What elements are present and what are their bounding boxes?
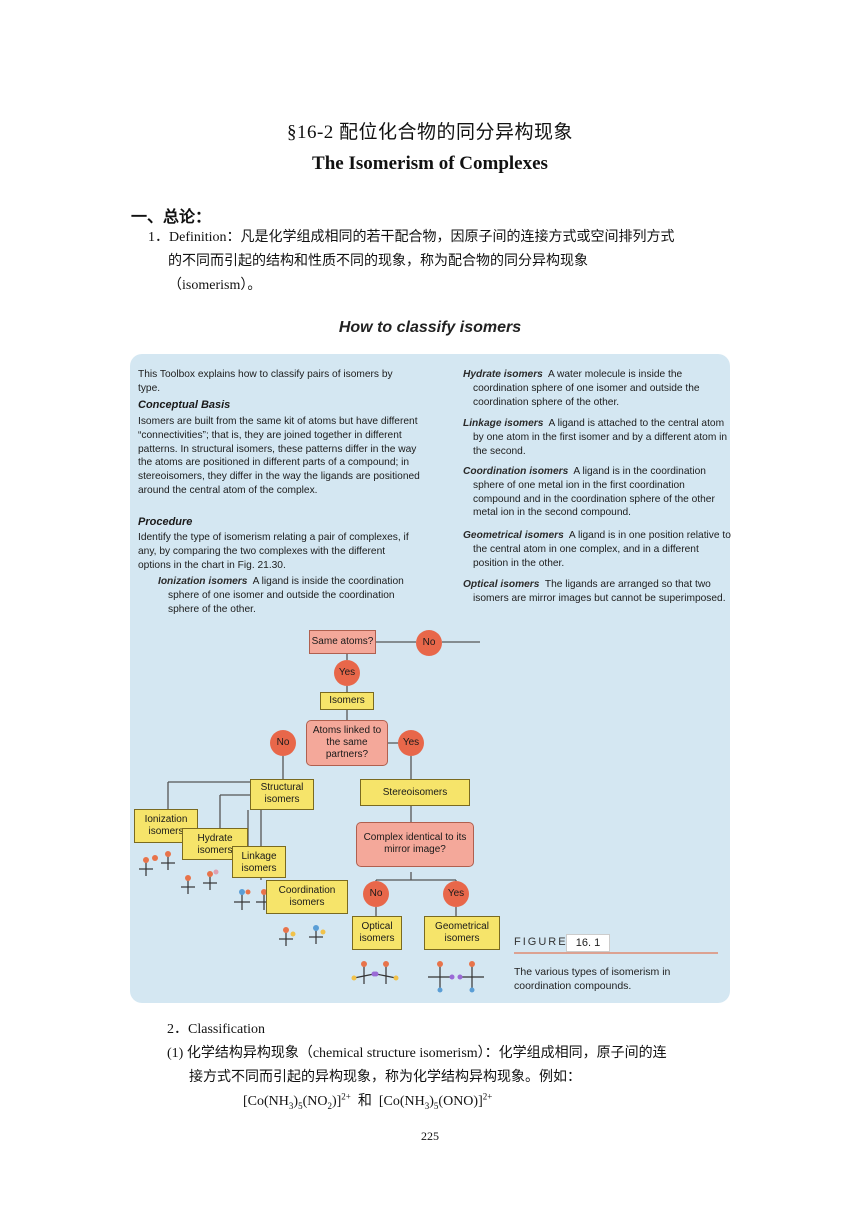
ionization-text: A ligand is inside the coordination sphe…: [168, 576, 404, 615]
hydrate-text: A water molecule is inside the coordinat…: [473, 369, 700, 408]
item-1-line-2: 接方式不同而引起的异构现象，称为化学结构异构现象。例如：: [189, 1070, 581, 1085]
node-coordination-isomers: Coordination isomers: [266, 880, 348, 914]
figure-caption-number: 16. 1: [566, 934, 610, 952]
node-no-same-atoms: No: [416, 630, 442, 656]
figure-caption-label: FIGURE: [514, 936, 568, 948]
node-stereoisomers: Stereoisomers: [360, 779, 470, 806]
definition-line-3: （isomerism）。: [168, 278, 262, 293]
coordination-text: A ligand is in the coordination sphere o…: [473, 466, 715, 519]
node-optical-isomers: Optical isomers: [352, 916, 402, 950]
procedure-text: Identify the type of isomerism relating …: [138, 532, 409, 571]
node-same-atoms: Same atoms?: [309, 630, 376, 654]
item-1-line-1: (1) 化学结构异构现象（chemical structure isomeris…: [167, 1046, 667, 1061]
node-yes-same-atoms: Yes: [334, 660, 360, 686]
figure-intro: This Toolbox explains how to classify pa…: [138, 369, 393, 394]
node-atoms-linked: Atoms linked to the same partners?: [306, 720, 388, 766]
node-no-atoms-linked: No: [270, 730, 296, 756]
node-hydrate-isomers: Hydrate isomers: [182, 828, 248, 860]
figure-panel: This Toolbox explains how to classify pa…: [130, 354, 731, 1003]
formula-line: [Co(NH3)5(NO2)]2+ 和 [Co(NH3)5(ONO)]2+: [243, 1090, 493, 1111]
node-geometrical-isomers: Geometrical isomers: [424, 916, 500, 950]
coordination-description: Coordination isomers A ligand is in the …: [463, 465, 735, 520]
linkage-description: Linkage isomers A ligand is attached to …: [463, 417, 735, 458]
procedure-heading: Procedure: [138, 516, 193, 528]
hydrate-description: Hydrate isomers A water molecule is insi…: [463, 368, 735, 409]
node-isomers: Isomers: [320, 692, 374, 710]
section-title: §16-2 配位化合物的同分异构现象: [286, 122, 574, 143]
formula-a: [Co(NH3)5(NO2)]2+: [243, 1091, 351, 1111]
figure-caption-text: The various types of isomerism in coordi…: [514, 966, 671, 992]
ionization-term: Ionization isomers: [158, 576, 248, 587]
hydrate-term: Hydrate isomers: [463, 369, 543, 380]
node-mirror-image: Complex identical to its mirror image?: [356, 822, 474, 867]
node-no-mirror: No: [363, 881, 389, 907]
conceptual-text: Isomers are built from the same kit of a…: [138, 416, 420, 496]
formula-b: [Co(NH3)5(ONO)]2+: [378, 1091, 493, 1111]
optical-description: Optical isomers The ligands are arranged…: [463, 578, 735, 606]
classification-heading: 2．Classification: [167, 1022, 265, 1037]
node-structural-isomers: Structural isomers: [250, 779, 314, 810]
geometrical-description: Geometrical isomers A ligand is in one p…: [463, 529, 735, 570]
formula-joiner: 和: [357, 1094, 372, 1109]
optical-text: The ligands are arranged so that two iso…: [473, 579, 726, 604]
geometrical-term: Geometrical isomers: [463, 530, 564, 541]
linkage-text: A ligand is attached to the central atom…: [473, 418, 728, 457]
conceptual-heading: Conceptual Basis: [138, 399, 231, 411]
general-heading: 一、总论：: [131, 209, 212, 226]
node-yes-atoms-linked: Yes: [398, 730, 424, 756]
definition-line-2: 的不同而引起的结构和性质不同的现象，称为配合物的同分异构现象: [168, 254, 588, 269]
page-number: 225: [421, 1129, 439, 1143]
definition-number: 1．: [148, 230, 169, 245]
flowchart-connectors: [139, 641, 718, 993]
node-linkage-isomers: Linkage isomers: [232, 846, 286, 878]
coordination-term: Coordination isomers: [463, 466, 569, 477]
definition-line-1: Definition：凡是化学组成相同的若干配合物，因原子间的连接方式或空间排列…: [169, 230, 675, 245]
figure-heading: How to classify isomers: [338, 319, 522, 336]
geometrical-text: A ligand is in one position relative to …: [473, 530, 731, 569]
definition-paragraph: 1．Definition：凡是化学组成相同的若干配合物，因原子间的连接方式或空间…: [148, 226, 738, 298]
linkage-term: Linkage isomers: [463, 418, 544, 429]
item-1-paragraph: (1) 化学结构异构现象（chemical structure isomeris…: [167, 1042, 727, 1090]
ionization-description: Ionization isomers A ligand is inside th…: [158, 575, 423, 616]
section-subtitle: The Isomerism of Complexes: [312, 153, 548, 174]
molecule-icons: [139, 851, 484, 993]
optical-term: Optical isomers: [463, 579, 540, 590]
node-yes-mirror: Yes: [443, 881, 469, 907]
